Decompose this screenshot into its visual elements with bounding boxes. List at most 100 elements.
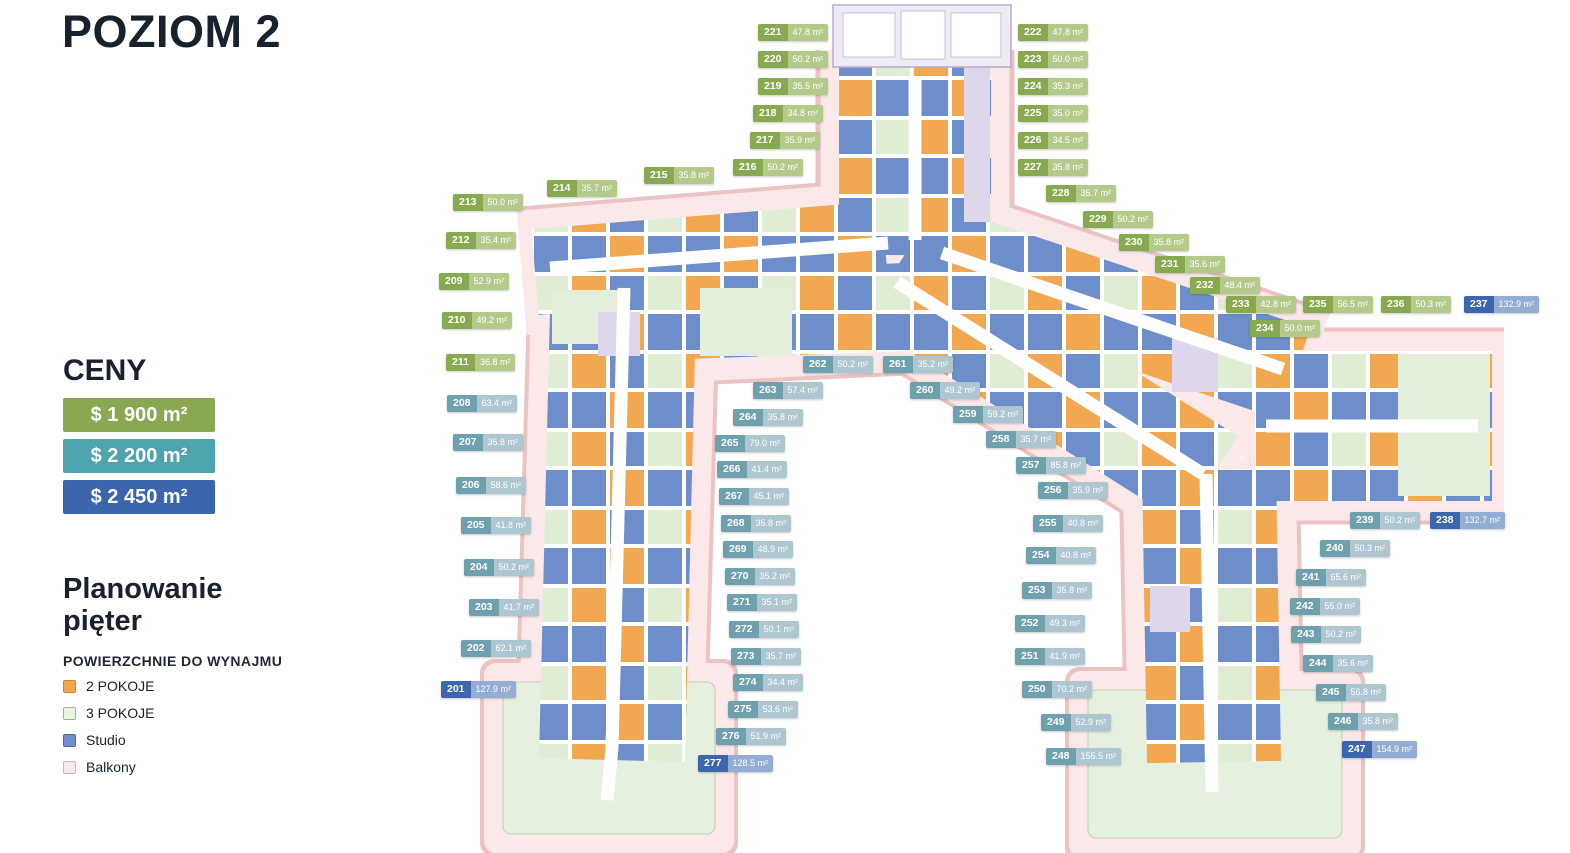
unit-number: 201 bbox=[441, 681, 471, 698]
unit-number: 224 bbox=[1018, 78, 1048, 95]
unit-area: 59.2 m² bbox=[982, 406, 1024, 423]
unit-area: 53.6 m² bbox=[757, 701, 799, 718]
unit-number: 231 bbox=[1155, 256, 1185, 273]
unit-number: 271 bbox=[727, 594, 757, 611]
unit-area: 128.5 m² bbox=[727, 755, 774, 772]
unit-number: 218 bbox=[753, 105, 783, 122]
unit-number: 241 bbox=[1296, 569, 1326, 586]
legend-swatch bbox=[63, 733, 76, 747]
prices-heading: CENY bbox=[63, 354, 147, 387]
unit-area: 45.1 m² bbox=[748, 488, 790, 505]
unit-number: 207 bbox=[453, 434, 483, 451]
rooftop-structure bbox=[832, 4, 1012, 68]
unit-area: 57.4 m² bbox=[782, 382, 824, 399]
unit-number: 254 bbox=[1026, 547, 1056, 564]
unit-area: 48.9 m² bbox=[752, 541, 794, 558]
unit-area: 50.2 m² bbox=[832, 356, 874, 373]
unit-area: 127.9 m² bbox=[470, 681, 517, 698]
unit-number: 264 bbox=[733, 409, 763, 426]
unit-area: 35.8 m² bbox=[1051, 582, 1093, 599]
unit-number: 221 bbox=[758, 24, 788, 41]
